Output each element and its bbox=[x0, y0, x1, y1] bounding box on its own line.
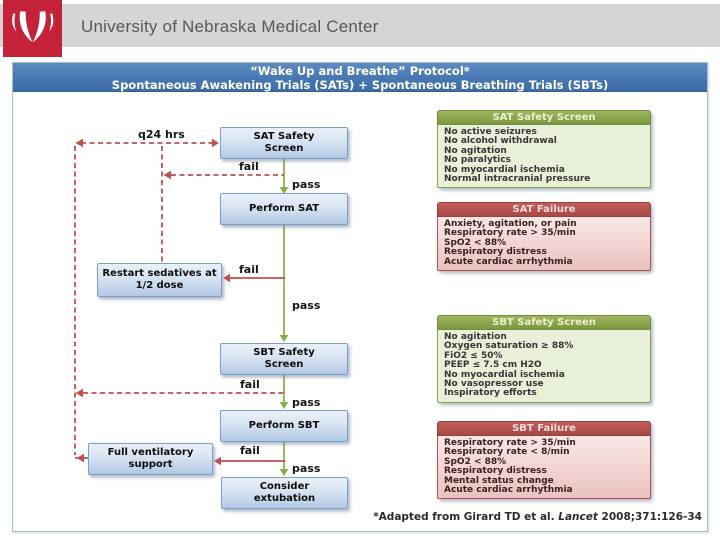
panel-item: PEEP ≤ 7.5 cm H2O bbox=[444, 360, 542, 371]
label-fail-perform-sat: fail bbox=[239, 263, 259, 276]
label-pass-sat-screen: pass bbox=[292, 178, 321, 191]
panel-body: No agitation Oxygen saturation ≥ 88% FiO… bbox=[437, 330, 651, 403]
citation-suffix: 2008;371:126-34 bbox=[597, 511, 702, 523]
panel-item: No agitation bbox=[444, 145, 507, 156]
panel-item: No active seizures bbox=[444, 127, 537, 137]
panel-item: Respiratory rate > 35/min bbox=[444, 438, 576, 448]
panel-item: Mental status change bbox=[444, 475, 554, 486]
panel-item: Acute cardiac arrhythmia bbox=[444, 256, 573, 267]
fail-loop-dashed bbox=[74, 138, 284, 463]
panel-item: No myocardial ischemia bbox=[444, 164, 565, 175]
panel-item: SpO2 < 88% bbox=[444, 237, 507, 248]
panel-sat-safety-screen: SAT Safety Screen No active seizures No … bbox=[437, 110, 651, 189]
panel-title: SAT Failure bbox=[437, 202, 651, 217]
panel-item: Oxygen saturation ≥ 88% bbox=[444, 341, 574, 352]
label-q24-hrs: q24 hrs bbox=[138, 128, 185, 141]
panel-item: No myocardial ischemia bbox=[444, 369, 565, 380]
flow-node-full-ventilatory-support: Full ventilatory support bbox=[88, 443, 213, 475]
panel-item: Anxiety, agitation, or pain bbox=[444, 219, 577, 229]
header-banner: University of Nebraska Medical Center bbox=[0, 4, 720, 47]
label-fail-perform-sbt: fail bbox=[240, 444, 260, 457]
panel-item: Normal intracranial pressure bbox=[444, 174, 591, 185]
panel-sbt-safety-screen: SBT Safety Screen No agitation Oxygen sa… bbox=[437, 315, 651, 403]
flow-node-sat-safety-screen: SAT Safety Screen bbox=[220, 127, 348, 159]
protocol-title-line2: Spontaneous Awakening Trials (SATs) + Sp… bbox=[111, 78, 609, 92]
panel-item: Respiratory rate < 8/min bbox=[444, 447, 570, 458]
panel-body: Respiratory rate > 35/min Respiratory ra… bbox=[437, 436, 651, 500]
panel-item: FiO2 ≤ 50% bbox=[444, 350, 503, 361]
panel-item: No alcohol withdrawal bbox=[444, 136, 557, 147]
fail-arrows-solid bbox=[214, 273, 285, 466]
protocol-title-line1: “Wake Up and Breathe” Protocol* bbox=[250, 64, 470, 78]
panel-item: Respiratory rate > 35/min bbox=[444, 228, 576, 239]
citation-journal: Lancet bbox=[558, 511, 598, 523]
label-fail-sbt-screen: fail bbox=[240, 378, 260, 391]
panel-item: Inspiratory efforts bbox=[444, 388, 537, 399]
flow-node-perform-sat: Perform SAT bbox=[220, 193, 348, 225]
flow-node-consider-extubation: Consider extubation bbox=[221, 477, 348, 509]
unmc-logo-glyph bbox=[12, 11, 54, 43]
panel-title: SBT Safety Screen bbox=[437, 315, 651, 330]
panel-item: Respiratory distress bbox=[444, 466, 547, 477]
panel-item: Respiratory distress bbox=[444, 247, 547, 258]
panel-item: SpO2 < 88% bbox=[444, 456, 507, 467]
panel-body: Anxiety, agitation, or pain Respiratory … bbox=[437, 217, 651, 272]
unmc-logo-icon bbox=[3, 0, 62, 57]
flow-node-restart-sedatives: Restart sedatives at 1/2 dose bbox=[97, 263, 222, 297]
citation-footnote: *Adapted from Girard TD et al. Lancet 20… bbox=[373, 511, 702, 523]
panel-item: No agitation bbox=[444, 332, 507, 342]
panel-item: No paralytics bbox=[444, 155, 511, 166]
label-pass-sbt-screen: pass bbox=[292, 396, 321, 409]
panel-body: No active seizures No alcohol withdrawal… bbox=[437, 125, 651, 189]
panel-item: Acute cardiac arrhythmia bbox=[444, 485, 573, 496]
citation-prefix: *Adapted from Girard TD et al. bbox=[373, 511, 559, 523]
label-pass-perform-sat: pass bbox=[292, 299, 321, 312]
institution-name: University of Nebraska Medical Center bbox=[81, 17, 379, 36]
flow-node-perform-sbt: Perform SBT bbox=[220, 410, 348, 442]
flow-node-sbt-safety-screen: SBT Safety Screen bbox=[220, 343, 348, 375]
protocol-title-bar: “Wake Up and Breathe” Protocol* Spontane… bbox=[13, 63, 707, 92]
panel-title: SAT Safety Screen bbox=[437, 110, 651, 125]
panel-sbt-failure: SBT Failure Respiratory rate > 35/min Re… bbox=[437, 421, 651, 500]
panel-title: SBT Failure bbox=[437, 421, 651, 436]
panel-item: No vasopressor use bbox=[444, 379, 544, 390]
pass-arrows bbox=[279, 159, 289, 476]
label-pass-perform-sbt: pass bbox=[292, 462, 321, 475]
panel-sat-failure: SAT Failure Anxiety, agitation, or pain … bbox=[437, 202, 651, 272]
label-fail-sat-screen: fail bbox=[239, 160, 259, 173]
